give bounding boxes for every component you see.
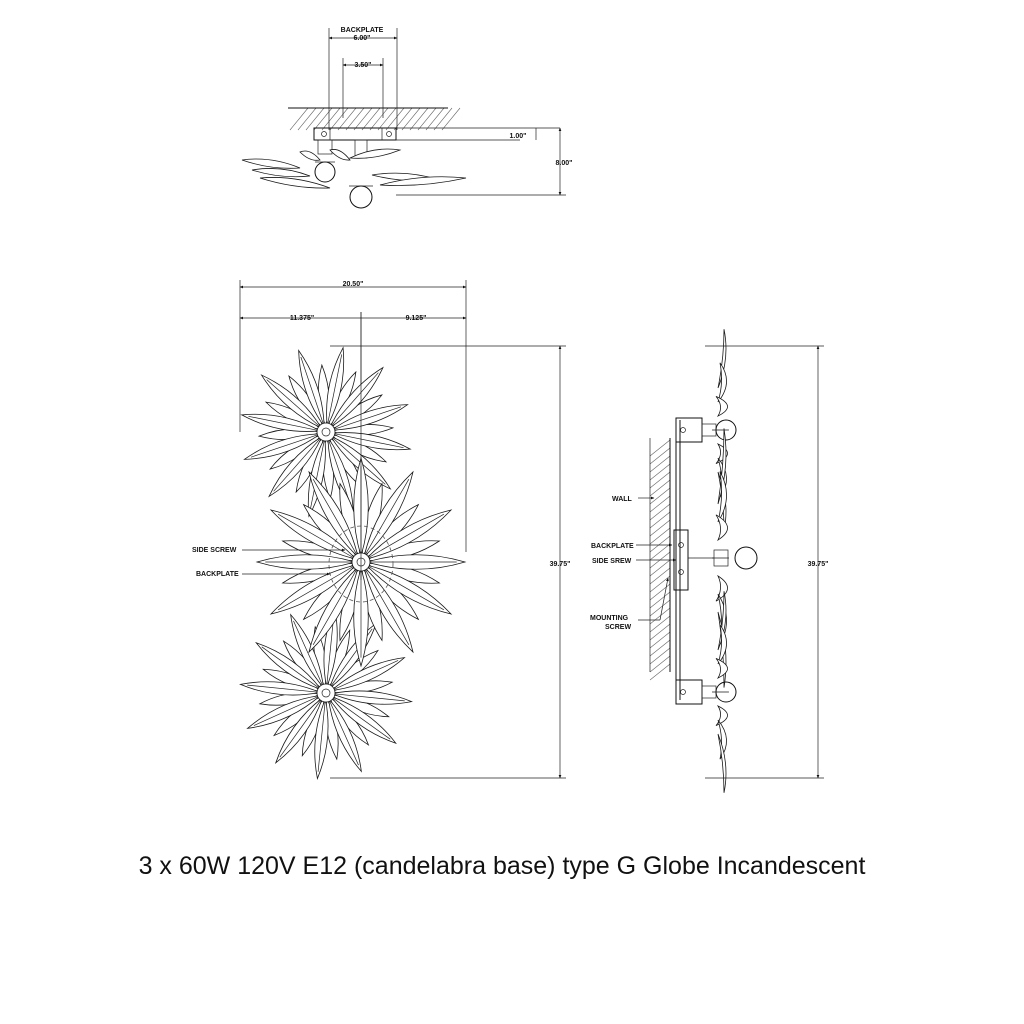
front-height: 39.75" [550,561,571,568]
top-backplate-label: BACKPLATE [341,27,384,34]
side-screw-label: SCREW [605,624,631,631]
front-view: 20.50" 11.375" 9.125" 39.75" SIDE SCREW … [192,280,571,780]
front-total-width: 20.50" [343,281,364,288]
ceiling-hatch [289,107,461,131]
front-right-width: 9.125" [406,315,427,322]
side-side-screw-label: SIDE SREW [592,558,632,565]
top-view: BACKPLATE 6.00" 3.50" 1.00" 8.00" [241,27,573,209]
top-height: 8.00" [556,160,573,167]
front-side-screw-label: SIDE SCREW [192,547,237,554]
top-inner-width: 3.50" [355,62,372,69]
top-leaves [241,148,467,189]
top-backplate-width: 6.00" [354,35,371,42]
flower-cluster [239,346,467,780]
front-left-width: 11.375" [290,315,314,322]
flower [255,456,467,668]
side-view: 39.75" WALL BACKPLATE SIDE SREW MOUNTING… [590,329,828,793]
front-backplate-label: BACKPLATE [196,571,239,578]
side-leaves [712,329,729,793]
top-depth-offset: 1.00" [510,133,527,140]
side-height: 39.75" [808,561,829,568]
wall-hatch [649,438,671,681]
lamp-spec-caption: 3 x 60W 120V E12 (candelabra base) type … [138,852,866,880]
side-backplate-label: BACKPLATE [591,543,634,550]
side-wall-label: WALL [612,496,633,503]
side-mounting-label: MOUNTING [590,615,629,622]
